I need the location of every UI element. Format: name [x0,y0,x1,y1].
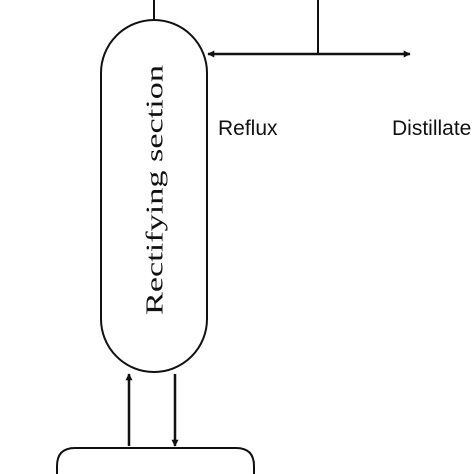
lower-section-vessel [56,447,255,474]
column-label: Rectifying section [143,65,169,315]
reflux-label: Reflux [218,117,278,140]
distillate-label: Distillate [392,117,471,140]
rectifying-column [100,19,208,373]
